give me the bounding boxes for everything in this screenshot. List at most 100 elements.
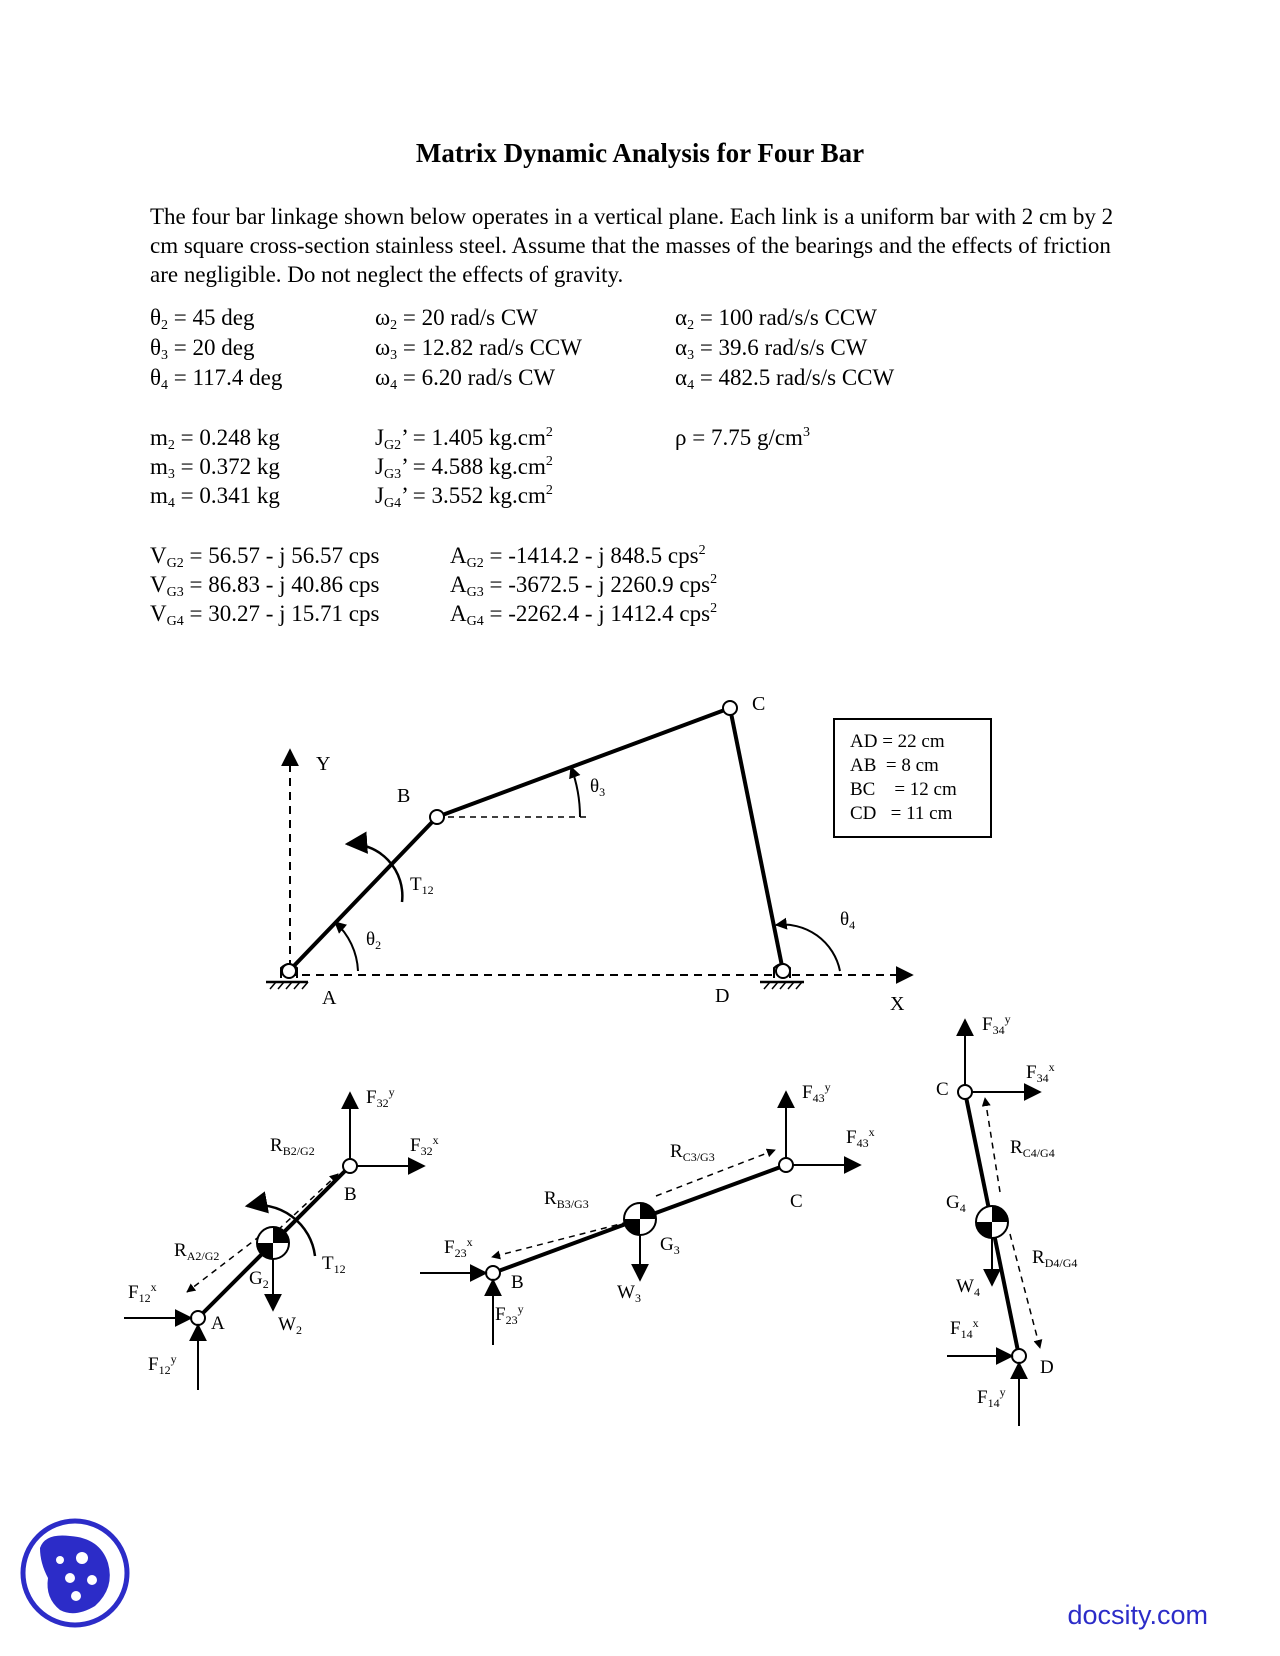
fbd2-f32y-label: F32y: [366, 1085, 395, 1110]
theta4-arc: [774, 917, 841, 972]
joint-a: [281, 963, 297, 979]
page-title: Matrix Dynamic Analysis for Four Bar: [415, 138, 865, 168]
fbd4-r-d4g4-vector: [1009, 1233, 1043, 1349]
fbd2-g2-label: G2: [249, 1268, 269, 1291]
docsity-logo-icon[interactable]: [20, 1518, 130, 1628]
label-d: D: [715, 985, 729, 1007]
fbd4-joint-d: [1011, 1348, 1027, 1364]
fbd-link-2: F32y F32x RB2/G2 B RA2/G2 G2 T12 F12x A …: [124, 1085, 439, 1390]
fbd4-f14x-label: F14x: [950, 1316, 979, 1341]
torque-t12-arc: [344, 831, 404, 903]
param-alpha3: α3 = 39.6 rad/s/s CW: [675, 335, 868, 363]
param-rho: ρ = 7.75 g/cm3: [675, 425, 810, 450]
link-bc: [436, 706, 731, 819]
docsity-brand-link[interactable]: docsity.com: [1067, 1600, 1208, 1630]
fbd3-f23x-label: F23x: [444, 1235, 473, 1260]
fbd2-joint-a: [190, 1310, 206, 1326]
param-theta2: θ2 = 45 deg: [150, 305, 255, 333]
fbd3-center-of-mass-g3: [623, 1202, 657, 1236]
fbd4-g4-label: G4: [946, 1192, 966, 1215]
param-m2: m2 = 0.248 kg: [150, 425, 280, 453]
joint-d: [775, 963, 791, 979]
fbd2-r-a2g2-vector: [186, 1235, 261, 1293]
theta2-label: θ2: [366, 929, 381, 952]
fbd4-w4-label: W4: [956, 1276, 980, 1299]
param-theta4: θ4 = 117.4 deg: [150, 365, 283, 393]
x-axis-label: X: [890, 993, 905, 1015]
param-j4: JG4’ = 3.552 kg.cm2: [375, 483, 553, 511]
fbd2-f32x-label: F32x: [410, 1133, 439, 1158]
fbd4-label-d: D: [1040, 1357, 1054, 1378]
fbd4-center-of-mass-g4: [975, 1205, 1009, 1239]
fbd2-label-b: B: [344, 1184, 357, 1205]
fbd3-r-b3g3-vector: [491, 1221, 629, 1260]
fbd2-r-b2g2-vector: [277, 1173, 339, 1231]
fbd2-joint-b: [342, 1158, 358, 1174]
label-c: C: [752, 693, 765, 715]
param-m4: m4 = 0.341 kg: [150, 483, 280, 511]
param-theta3: θ3 = 20 deg: [150, 335, 255, 363]
fbd4-r-c4g4-vector: [981, 1097, 1001, 1193]
fbd2-t12-label: T12: [322, 1253, 346, 1276]
fbd2-r-a2g2-label: RA2/G2: [174, 1240, 219, 1263]
fbd3-g3-label: G3: [660, 1234, 680, 1257]
param-vg4: VG4 = 30.27 - j 15.71 cps: [150, 601, 380, 629]
fbd2-r-b2g2-label: RB2/G2: [270, 1135, 315, 1158]
link-cd: [728, 707, 785, 972]
fbd2-center-of-mass-g2: [256, 1226, 290, 1260]
lengths-box: [833, 718, 992, 838]
fbd3-r-c3g3-label: RC3/G3: [670, 1141, 715, 1164]
param-alpha2: α2 = 100 rad/s/s CCW: [675, 305, 877, 333]
length-cd: CD = 11 cm: [850, 803, 953, 824]
length-ad: AD = 22 cm: [850, 731, 945, 752]
theta3-label: θ3: [590, 776, 605, 799]
length-bc: BC = 12 cm: [850, 779, 957, 800]
fbd4-f34y-label: F34y: [982, 1012, 1011, 1037]
param-ag4: AG4 = -2262.4 - j 1412.4 cps2: [450, 601, 718, 629]
fbd3-joint-b: [485, 1265, 501, 1281]
fbd3-label-c: C: [790, 1191, 803, 1212]
param-m3: m3 = 0.372 kg: [150, 454, 280, 482]
param-j2: JG2’ = 1.405 kg.cm2: [375, 425, 553, 453]
torque-t12-label: T12: [410, 874, 434, 897]
joint-c: [722, 700, 738, 716]
param-omega4: ω4 = 6.20 rad/s CW: [375, 365, 556, 393]
fbd3-f43y-label: F43y: [802, 1080, 831, 1105]
fbd3-r-b3g3-label: RB3/G3: [544, 1188, 589, 1211]
fbd3-w3-label: W3: [617, 1282, 641, 1305]
problem-statement: The four bar linkage shown below operate…: [150, 204, 1114, 287]
fbd4-f34x-label: F34x: [1026, 1060, 1055, 1085]
fbd4-f14y-label: F14y: [977, 1385, 1006, 1410]
fbd4-r-c4g4-label: RC4/G4: [1010, 1137, 1055, 1160]
param-alpha4: α4 = 482.5 rad/s/s CCW: [675, 365, 895, 393]
param-vg3: VG3 = 86.83 - j 40.86 cps: [150, 572, 380, 600]
fbd3-f23y-label: F23y: [495, 1302, 524, 1327]
fbd3-f43x-label: F43x: [846, 1125, 875, 1150]
fbd2-w2-label: W2: [278, 1314, 302, 1337]
param-omega2: ω2 = 20 rad/s CW: [375, 305, 538, 333]
theta4-label: θ4: [840, 909, 855, 932]
length-ab: AB = 8 cm: [850, 755, 939, 776]
fbd4-r-d4g4-label: RD4/G4: [1032, 1247, 1077, 1270]
fbd2-f12x-label: F12x: [128, 1280, 157, 1305]
y-axis-label: Y: [316, 753, 330, 775]
fbd4-label-c: C: [936, 1079, 949, 1100]
fbd3-joint-c: [778, 1157, 794, 1173]
label-a: A: [322, 987, 337, 1009]
fbd2-label-a: A: [211, 1313, 225, 1334]
param-j3: JG3’ = 4.588 kg.cm2: [375, 454, 553, 482]
main-linkage: X Y A B C D θ2 θ3 θ: [266, 693, 992, 1015]
theta2-arc: [334, 921, 359, 972]
param-omega3: ω3 = 12.82 rad/s CCW: [375, 335, 582, 363]
link-ab: [287, 815, 439, 973]
label-b: B: [397, 785, 410, 807]
fbd3-label-b: B: [511, 1272, 524, 1293]
fbd2-f12y-label: F12y: [148, 1352, 177, 1377]
theta3-arc: [569, 765, 582, 818]
fbd2-torque-t12-arc: [244, 1191, 317, 1257]
fbd-link-3: F43y F43x RC3/G3 RB3/G3 C G3 F23x B W3 F…: [420, 1080, 875, 1345]
joint-b: [429, 809, 445, 825]
param-ag3: AG3 = -3672.5 - j 2260.9 cps2: [450, 572, 718, 600]
fbd-link-4: F34y F34x C RC4/G4 G4 RD4/G4 W4 F14x D F…: [936, 1012, 1077, 1426]
